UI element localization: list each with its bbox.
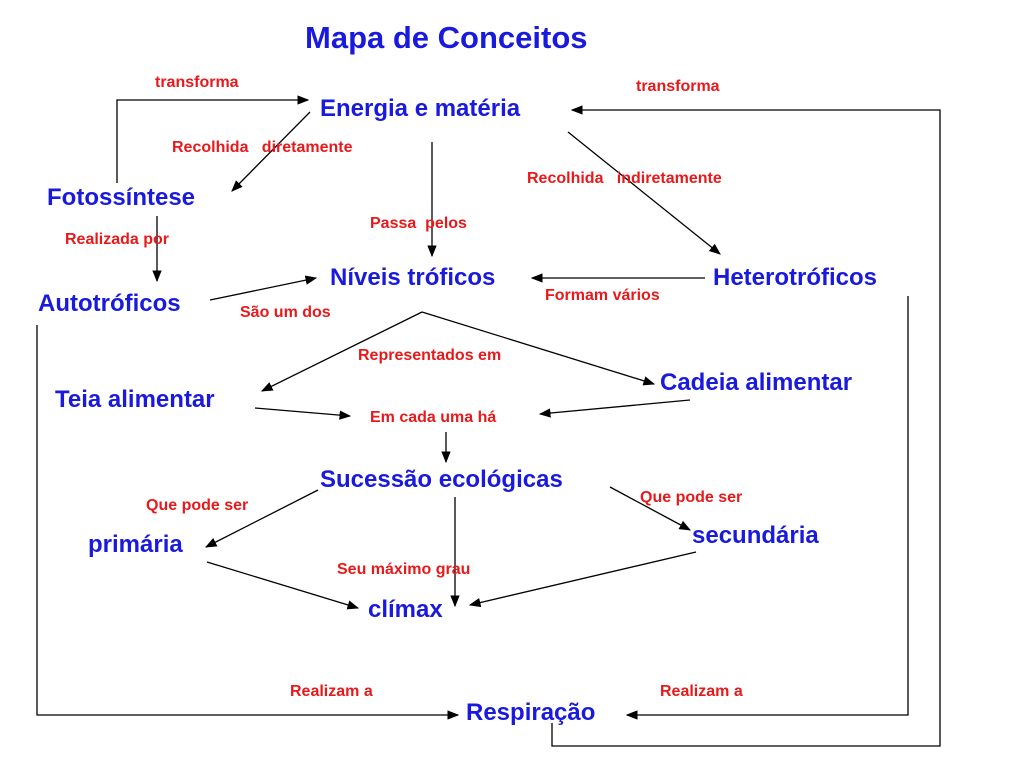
arrow-autotroficos-to-respiracao bbox=[36, 325, 460, 720]
node-heterotroficos: Heterotróficos bbox=[713, 264, 878, 291]
node-climax: clímax bbox=[368, 596, 443, 623]
arrow-niveis-to-teia bbox=[260, 311, 423, 392]
arrow-sucessao-to-primaria bbox=[204, 489, 319, 548]
node-cadeia-alimentar: Cadeia alimentar bbox=[660, 369, 853, 396]
node-autotroficos: Autotróficos bbox=[38, 290, 181, 317]
link-label-passa-pelos: Passa pelos bbox=[370, 215, 467, 232]
arrow-primaria-to-climax bbox=[206, 561, 360, 610]
node-sucessao-ecologicas: Sucessão ecológicas bbox=[320, 466, 563, 493]
link-label-recolhida-indiretamente: Recolhida indiretamente bbox=[527, 170, 722, 187]
page-title: Mapa de Conceitos bbox=[305, 20, 588, 55]
link-label-sao-um-dos: São um dos bbox=[240, 304, 331, 321]
arrow-energia-to-heterotroficos bbox=[567, 131, 721, 255]
node-secundaria: secundária bbox=[692, 522, 819, 549]
arrow-sucessao-to-secundaria bbox=[609, 486, 692, 531]
link-label-representados-em: Representados em bbox=[358, 347, 502, 364]
arrow-heterotroficos-to-respiracao bbox=[625, 296, 909, 720]
arrow-niveis-to-cadeia bbox=[421, 311, 656, 386]
arrow-respiracao-to-energia bbox=[551, 105, 941, 747]
node-niveis-troficos: Níveis tróficos bbox=[330, 264, 496, 291]
node-energia-materia: Energia e matéria bbox=[320, 95, 521, 122]
node-fotossintese: Fotossíntese bbox=[47, 184, 196, 211]
arrow-cadeia-to-emcada bbox=[538, 399, 691, 418]
link-label-recolhida-diretamente: Recolhida diretamente bbox=[172, 139, 353, 156]
arrow-teia-to-emcada bbox=[254, 407, 352, 420]
arrow-autotroficos-to-niveis bbox=[209, 275, 318, 301]
link-label-realizada-por: Realizada por bbox=[65, 231, 170, 248]
link-label-realizam-a-right: Realizam a bbox=[660, 683, 743, 700]
link-label-formam-varios: Formam vários bbox=[545, 287, 660, 304]
link-label-transforma-left: transforma bbox=[155, 74, 239, 91]
link-label-em-cada-uma-ha: Em cada uma há bbox=[370, 409, 497, 426]
link-label-realizam-a-left: Realizam a bbox=[290, 683, 373, 700]
arrow-energia-to-fotossintese bbox=[231, 111, 311, 192]
link-label-transforma-right: transforma bbox=[636, 78, 720, 95]
link-label-que-pode-ser-left: Que pode ser bbox=[146, 497, 249, 514]
arrow-fotossintese-to-energia bbox=[116, 95, 310, 183]
arrow-secundaria-to-climax bbox=[468, 551, 697, 608]
link-label-que-pode-ser-right: Que pode ser bbox=[640, 489, 743, 506]
node-teia-alimentar: Teia alimentar bbox=[55, 386, 215, 413]
node-respiracao: Respiração bbox=[466, 699, 596, 726]
node-primaria: primária bbox=[88, 531, 183, 558]
link-label-seu-maximo-grau: Seu máximo grau bbox=[337, 561, 471, 578]
